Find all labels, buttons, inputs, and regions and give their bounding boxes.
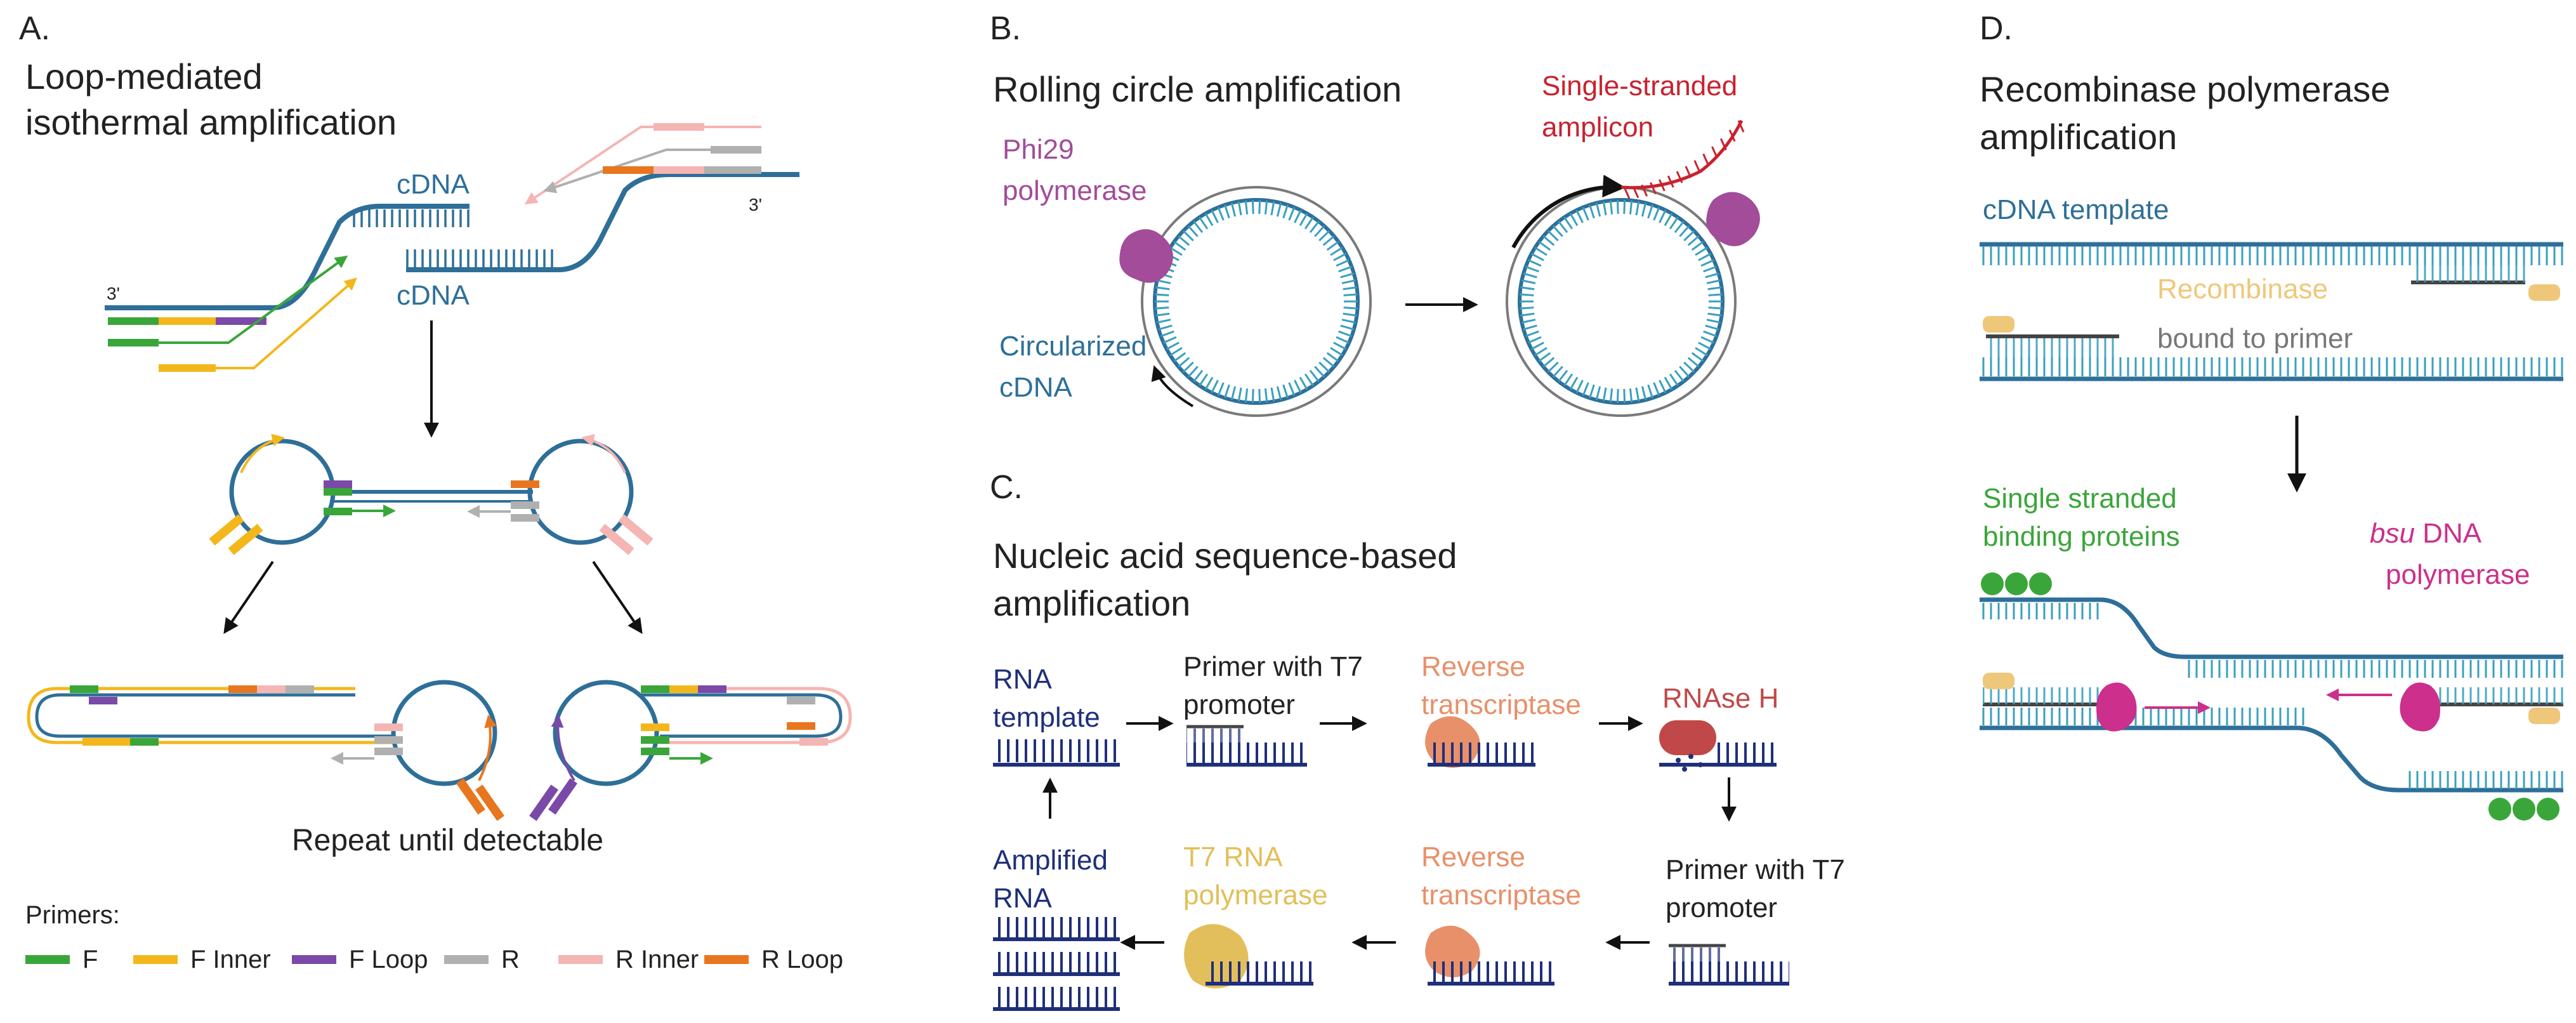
panel-c: C. Nucleic acid sequence-based amplifica… [990, 469, 1845, 1011]
legend-label-3: R [501, 946, 520, 974]
rpa-elongation [1980, 572, 2563, 821]
panel-d-title-line2: amplification [1980, 117, 2177, 157]
bound-primer-label: bound to primer [2157, 323, 2353, 354]
ssb-label-line2: binding proteins [1983, 521, 2180, 552]
ssb-label-line1: Single stranded [1983, 483, 2177, 514]
phi29-polymerase-blob-2 [1706, 192, 1760, 246]
legend-swatch-2 [292, 955, 336, 964]
rna-template-line2: template [993, 702, 1100, 733]
legend-swatch-3 [444, 955, 489, 964]
legend-swatch-5 [704, 955, 749, 964]
phi29-label-line2: polymerase [1002, 175, 1147, 206]
panel-b: B. Rolling circle amplification Phi29 po… [990, 10, 1760, 417]
panel-a-title-line1: Loop-mediated [25, 56, 263, 96]
bsu-label-line2: polymerase [2386, 559, 2530, 590]
lamp-top-strand: cDNA 3' [105, 169, 470, 310]
amplified-rna-strands [993, 917, 1120, 1011]
panel-d: D. Recombinase polymerase amplification … [1980, 10, 2563, 821]
panel-c-title-line1: Nucleic acid sequence-based [993, 536, 1457, 576]
bsu-rest: DNA [2415, 518, 2482, 549]
t7-line1: T7 RNA [1183, 842, 1283, 873]
phi29-label-line1: Phi29 [1002, 134, 1074, 165]
rt-bottom-line2: transcriptase [1421, 880, 1581, 911]
legend-title: Primers: [25, 901, 120, 929]
legend-label-5: R Loop [761, 946, 843, 974]
panel-a-letter: A. [19, 10, 50, 47]
arrow-a-right [592, 560, 643, 634]
panel-d-title-line1: Recombinase polymerase [1980, 69, 2390, 109]
rnase-h-label: RNAse H [1662, 683, 1778, 714]
rt-top-line2: transcriptase [1421, 689, 1581, 720]
lamp-right-primers [524, 123, 761, 205]
primer-t7b-strand [1669, 944, 1789, 986]
circularized-label-line1: Circularized [999, 331, 1147, 362]
lamp-left-primers [108, 255, 358, 372]
primer-t7-line2: promoter [1183, 689, 1295, 720]
legend-label-0: F [82, 946, 98, 974]
panel-b-title: Rolling circle amplification [993, 69, 1402, 109]
legend-label-4: R Inner [615, 946, 699, 974]
t7-complex [1184, 924, 1313, 989]
end-label-right: 3' [749, 195, 762, 214]
rt-bottom-complex [1425, 925, 1554, 986]
panel-c-letter: C. [990, 469, 1023, 506]
arrow-a-left [223, 560, 274, 634]
amplicon-label-line1: Single-stranded [1542, 70, 1737, 102]
rna-template-strand [993, 739, 1120, 767]
repeat-label: Repeat until detectable [292, 824, 603, 857]
legend-swatch-4 [558, 955, 603, 964]
phi29-polymerase-blob [1119, 229, 1173, 283]
rt-bottom-line1: Reverse [1421, 842, 1525, 873]
end-label-left: 3' [107, 284, 120, 303]
amplified-line1: Amplified [993, 845, 1108, 876]
panel-c-title-line2: amplification [993, 583, 1190, 623]
bsu-label-line1: bsu DNA [2370, 518, 2482, 549]
t7-line2: polymerase [1183, 880, 1327, 911]
rt-top-complex [1425, 716, 1535, 768]
panel-a-title-line2: isothermal amplification [25, 102, 397, 142]
rnase-h-complex [1659, 720, 1777, 772]
lamp-product-right [529, 680, 852, 821]
amplified-line2: RNA [993, 883, 1053, 914]
lamp-bottom-strand: cDNA 3' [397, 172, 799, 311]
rca-circle-left [1119, 186, 1372, 417]
circularized-label-line2: cDNA [999, 372, 1073, 403]
rna-template-line1: RNA [993, 664, 1053, 695]
cdna-template-label: cDNA template [1983, 194, 2169, 225]
cdna-label-bottom: cDNA [397, 280, 470, 311]
recombinase-label: Recombinase [2157, 274, 2328, 305]
primer-t7-strand [1186, 725, 1307, 767]
rpa-bottom-duplex [1980, 316, 2563, 381]
primer-t7-line1: Primer with T7 [1183, 651, 1363, 682]
primer-t7b-line1: Primer with T7 [1666, 854, 1845, 885]
rca-circle-right [1506, 119, 1760, 417]
panel-d-letter: D. [1980, 10, 2013, 47]
cdna-label-top: cDNA [397, 169, 470, 200]
legend-swatch-1 [133, 955, 178, 964]
legend-label-2: F Loop [349, 946, 428, 974]
rpa-top-duplex [1980, 242, 2563, 301]
primer-legend: Primers: F F Inner F Loop R R Inner R Loop [25, 901, 843, 974]
rt-top-line1: Reverse [1421, 651, 1525, 682]
lamp-product-left [27, 680, 504, 821]
legend-label-1: F Inner [190, 946, 271, 974]
legend-swatch-0 [25, 955, 70, 964]
panel-a: A. Loop-mediated isothermal amplificatio… [19, 10, 852, 974]
amplicon-label-line2: amplicon [1542, 112, 1653, 143]
primer-t7b-line2: promoter [1666, 892, 1777, 923]
panel-b-letter: B. [990, 10, 1021, 47]
lamp-dumbbell [209, 433, 654, 555]
bsu-italic: bsu [2370, 518, 2415, 549]
